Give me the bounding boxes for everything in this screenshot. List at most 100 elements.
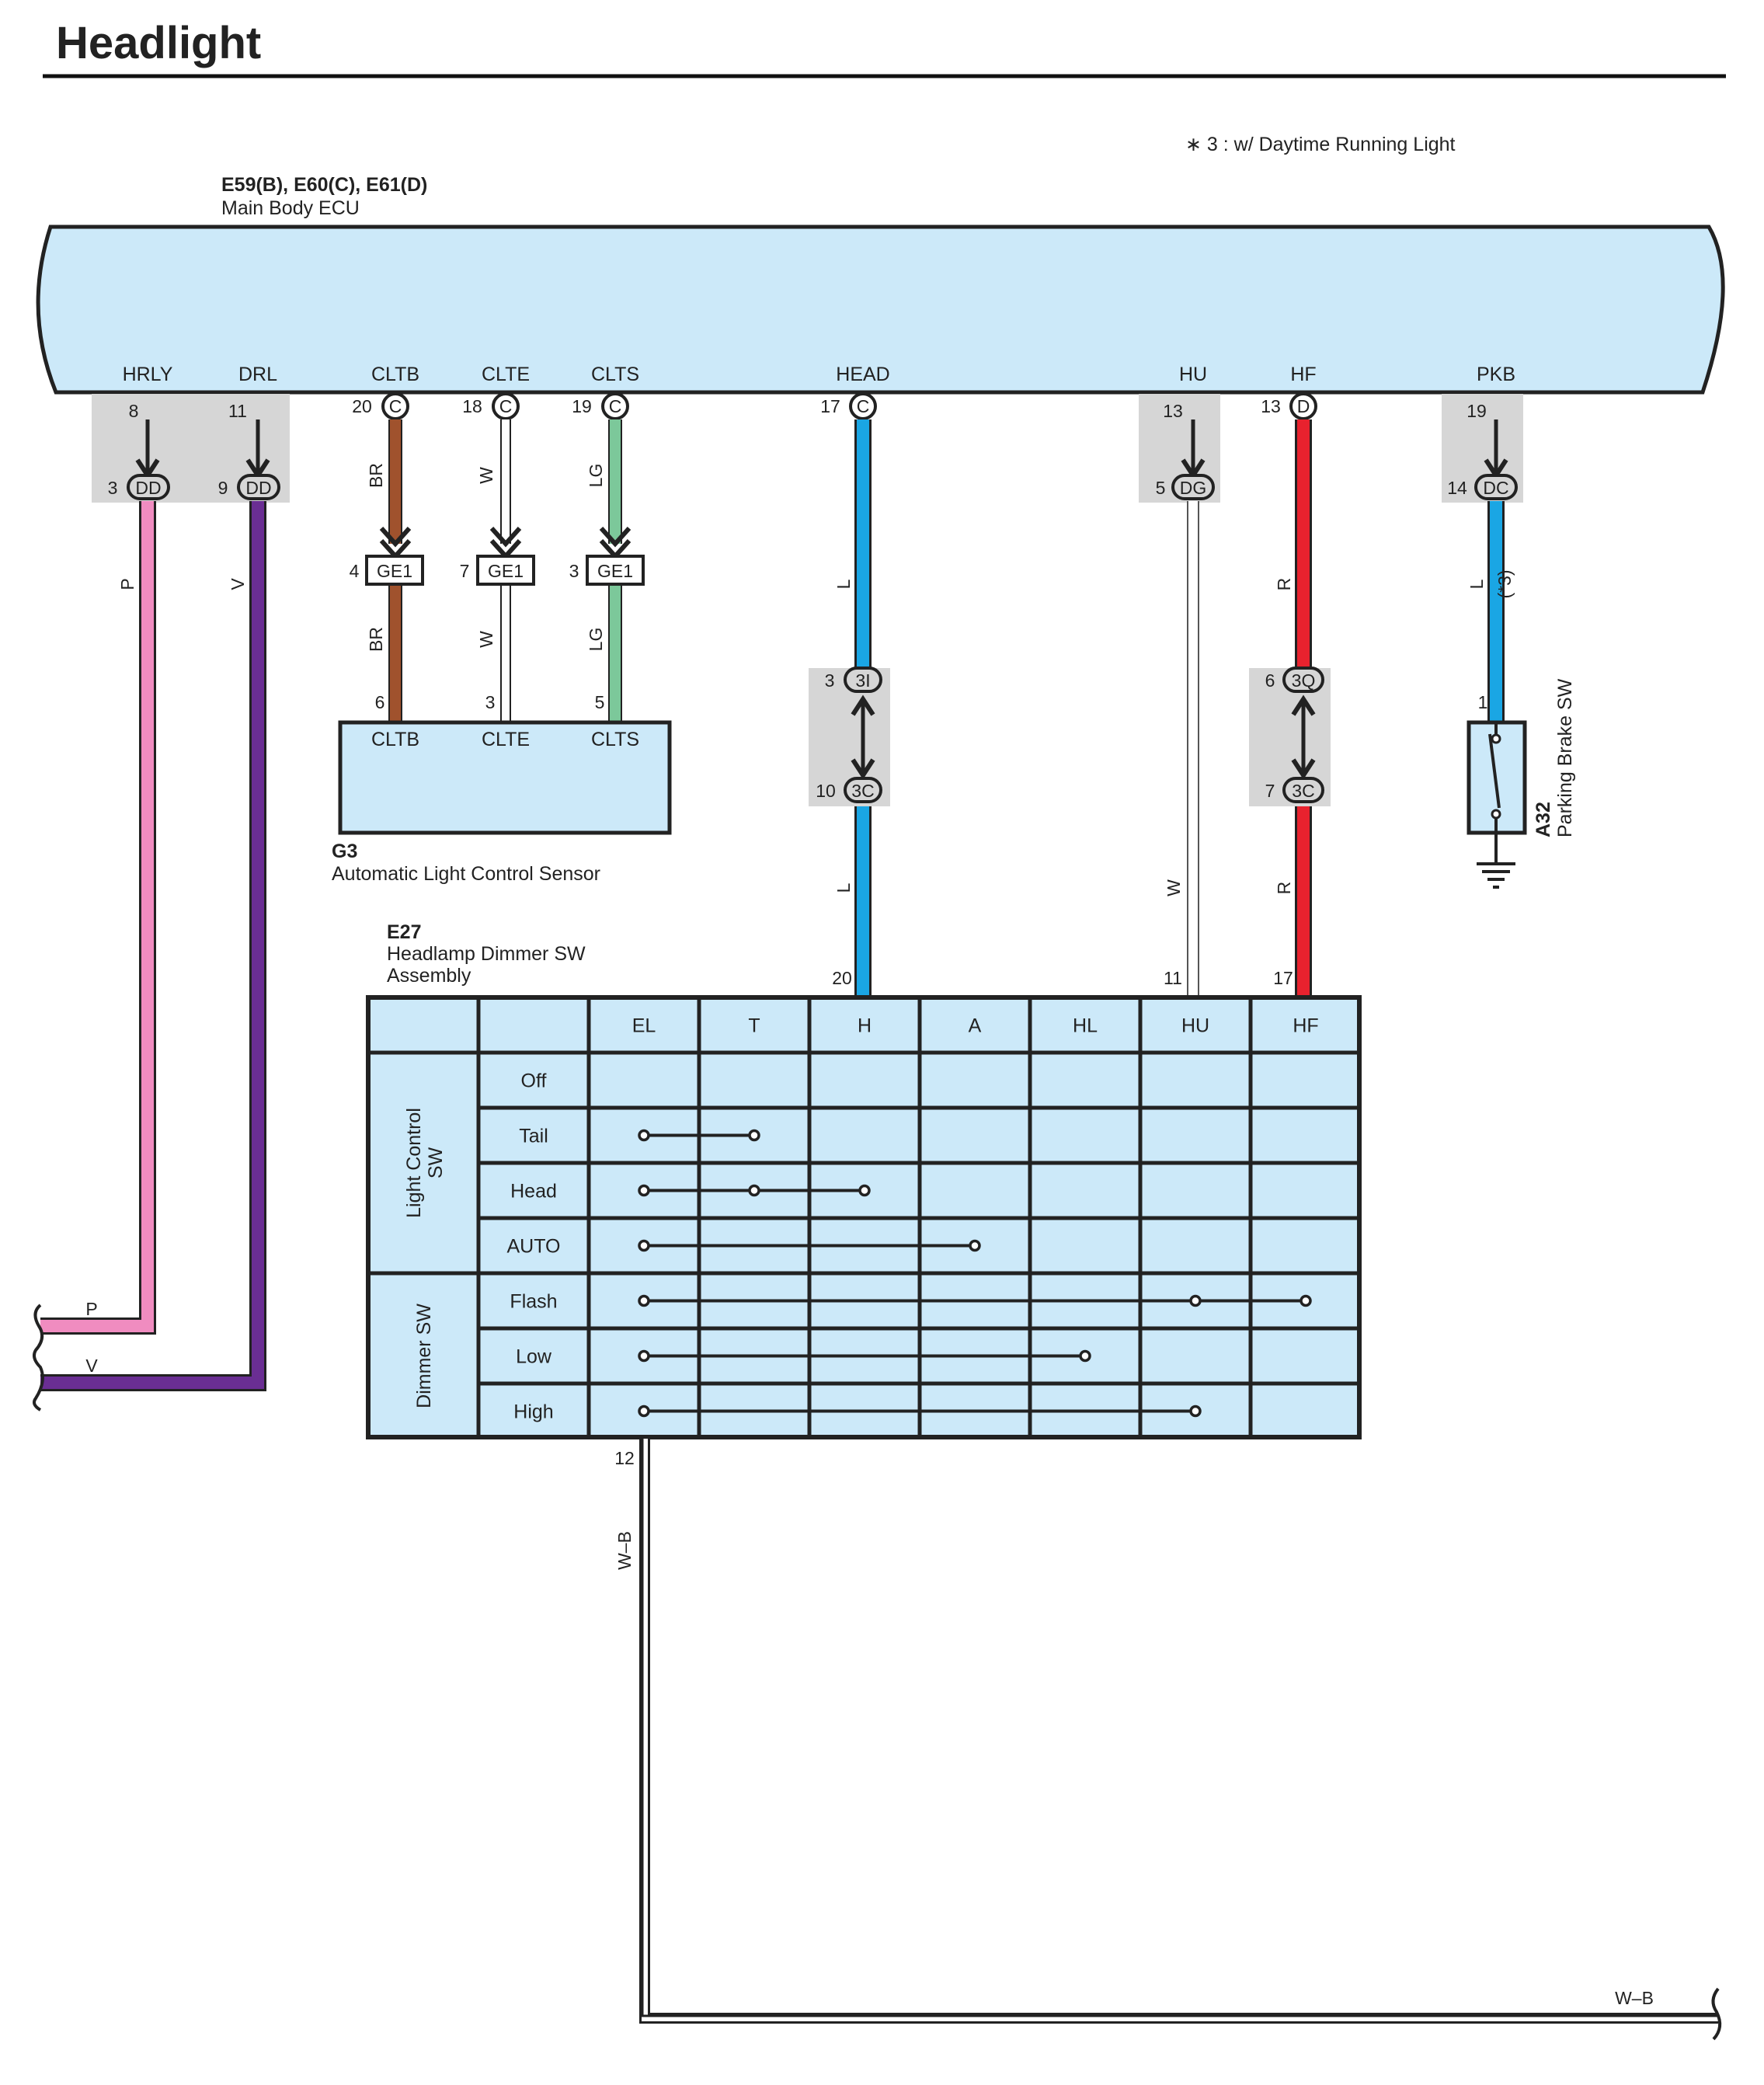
dimmer-continuity-dot <box>969 1239 981 1252</box>
wire-lg-label-1: LG <box>586 464 606 488</box>
wire-l-pkb-label: L <box>1467 579 1487 589</box>
cltb-ecu-conn-label: C <box>389 396 402 416</box>
pkb-switch-contact-bottom <box>1491 809 1501 820</box>
head-sw-pin: 20 <box>832 968 852 988</box>
ecu-terminal-pkb: PKB <box>1477 364 1515 385</box>
dimmer-continuity-dot <box>1189 1294 1202 1307</box>
clts-ecu-conn-label: C <box>609 396 622 416</box>
clte-mid-pin: 7 <box>460 561 470 581</box>
dimmer-code: E27 <box>387 921 421 943</box>
wire-wb-outline <box>639 1439 1718 2024</box>
hf-ecu-connector <box>1289 392 1317 420</box>
dd-connector-2-label: DD <box>245 478 271 498</box>
ecu-name: Main Body ECU <box>221 197 360 219</box>
variant-note: ∗ 3 : w/ Daytime Running Light <box>1185 134 1456 155</box>
hf-junction-arrow-icon <box>1291 694 1316 780</box>
dimmer-continuity-dot <box>748 1184 760 1197</box>
ecu-terminal-clte: CLTE <box>482 364 530 385</box>
ecu-terminal-drl: DRL <box>238 364 277 385</box>
sensor-code: G3 <box>332 841 357 862</box>
wire-p <box>40 501 154 1332</box>
offpage-v-label: V <box>85 1356 98 1376</box>
dimmer-col-h: H <box>858 1015 872 1037</box>
ecu-terminal-head: HEAD <box>836 364 889 385</box>
dimmer-col-hu: HU <box>1181 1015 1209 1037</box>
dimmer-col-t: T <box>748 1015 760 1037</box>
dimmer-group-light-control-sw: SW <box>425 1147 447 1178</box>
head-3i-connector <box>844 667 882 693</box>
ecu-terminal-cltb: CLTB <box>371 364 419 385</box>
dimmer-continuity-dot <box>1079 1349 1091 1363</box>
dd-connector-1-label: DD <box>135 478 161 498</box>
dimmer-continuity-dot <box>638 1405 650 1418</box>
pkb-sw-pin: 1 <box>1478 692 1488 712</box>
ge1-cltb-label: GE1 <box>377 561 412 581</box>
page-title: Headlight <box>56 18 261 68</box>
hf-3q-connector <box>1282 667 1324 693</box>
dd-connector-2 <box>237 474 280 500</box>
head-junction-arrow-icon <box>851 694 875 780</box>
dg-connector <box>1171 474 1215 500</box>
ecu-terminal-hf: HF <box>1290 364 1316 385</box>
hf-j1-pin: 6 <box>1265 670 1275 691</box>
dimmer-col-hl: HL <box>1073 1015 1098 1037</box>
dimmer-col-hf: HF <box>1293 1015 1318 1037</box>
dimmer-continuity-dot <box>638 1184 650 1197</box>
pkb-switch-contact-top <box>1491 733 1501 744</box>
clte-sensor-pin: 3 <box>485 692 496 712</box>
dimmer-group-light-control: Light Control <box>403 1108 425 1218</box>
head-j1-pin: 3 <box>825 670 835 691</box>
dimmer-row-flash: Flash <box>510 1291 557 1313</box>
head-3i-label: 3I <box>855 670 870 691</box>
pkb-jc-pin: 14 <box>1447 478 1467 498</box>
ecu-code: E59(B), E60(C), E61(D) <box>221 174 427 196</box>
ecu-terminal-hu: HU <box>1179 364 1207 385</box>
drl-ecu-pin: 11 <box>228 401 247 421</box>
dimmer-row-tail: Tail <box>519 1126 548 1147</box>
offpage-p-label: P <box>85 1299 97 1319</box>
dc-connector-label: DC <box>1483 478 1508 498</box>
hf-3q-label: 3Q <box>1292 670 1316 691</box>
sensor-terminal-clte: CLTE <box>482 729 530 750</box>
sensor-wiring: C 20 C 18 C 19 GE1 4 GE1 7 GE1 3 <box>350 392 645 722</box>
ge1-connector-clts <box>586 555 645 586</box>
dc-connector <box>1474 474 1518 500</box>
offpage-wb-label: W–B <box>1615 1988 1654 2008</box>
dimmer-name-line2: Assembly <box>387 965 471 987</box>
clts-ecu-connector <box>601 392 629 420</box>
clte-ecu-conn-label: C <box>499 396 513 416</box>
main-body-ecu <box>36 225 1725 395</box>
ground-icon <box>1477 862 1515 889</box>
cltb-ecu-connector <box>381 392 409 420</box>
wire-l-head-label-2: L <box>833 882 854 893</box>
head-ecu-conn-label: C <box>857 396 870 416</box>
ge1-connector-clte <box>476 555 535 586</box>
wire-wb-stripe <box>641 1439 1718 2017</box>
pkb-switch-code: A32 <box>1533 802 1554 837</box>
hrly-jc-pin: 3 <box>108 478 118 498</box>
hf-3c-connector <box>1282 777 1324 803</box>
dimmer-continuity-dot <box>1300 1294 1312 1307</box>
hf-j2-pin: 7 <box>1265 781 1275 801</box>
sensor-name: Automatic Light Control Sensor <box>332 863 600 885</box>
sensor-terminal-cltb: CLTB <box>371 729 419 750</box>
clts-sensor-pin: 5 <box>595 692 605 712</box>
hu-ecu-pin: 13 <box>1163 401 1183 421</box>
dimmer-continuity-dot <box>748 1129 760 1142</box>
hf-3c-label: 3C <box>1292 781 1314 801</box>
hu-sw-pin: 11 <box>1164 968 1182 988</box>
pkb-switch-blade-icon <box>1488 733 1501 809</box>
ecu-terminal-hrly: HRLY <box>123 364 173 385</box>
ge1-clts-label: GE1 <box>597 561 633 581</box>
wire-br-label-2: BR <box>366 627 386 652</box>
wire-p-label: P <box>117 578 137 590</box>
head-3c-label: 3C <box>851 781 874 801</box>
dimmer-group-dimmer-sw: Dimmer SW <box>413 1304 435 1408</box>
head-ecu-connector <box>849 392 877 420</box>
dimmer-row-auto: AUTO <box>507 1236 561 1258</box>
wire-lg-label-2: LG <box>586 628 606 652</box>
wire-wb <box>642 1439 1718 2021</box>
dimmer-col-a: A <box>969 1015 982 1037</box>
